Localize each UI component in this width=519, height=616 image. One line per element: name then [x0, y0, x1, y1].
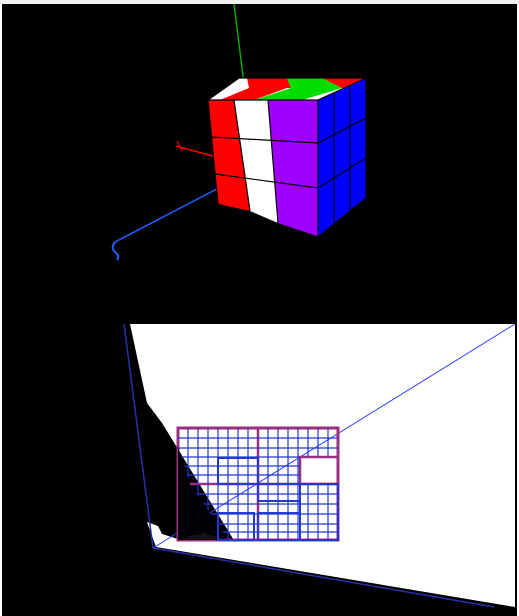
right-border [517, 4, 519, 616]
3d-viewport[interactable] [2, 4, 517, 314]
grid-room-c [217, 512, 255, 541]
grid-room-e [299, 483, 339, 541]
cube-front-grid-3 [210, 136, 319, 144]
ground-plane [130, 324, 515, 607]
cube-front-grid-2 [267, 99, 279, 224]
cube-top-green-back [287, 78, 342, 88]
map-scene[interactable] [2, 314, 517, 616]
top-strip [0, 0, 519, 4]
z-axis-end-marker [111, 241, 120, 261]
cube-front-grid-1 [233, 99, 251, 212]
cube-front-right-column [268, 100, 318, 237]
3d-scene[interactable] [2, 4, 517, 314]
left-border [0, 4, 2, 616]
cube-side-grid-2 [317, 157, 367, 189]
cube-top-green [254, 88, 342, 100]
map-viewport[interactable] [2, 314, 517, 616]
grid-room-a [217, 457, 259, 485]
cube-side [318, 78, 366, 237]
cube-front-left-column [208, 100, 250, 211]
shadow-region [178, 446, 228, 540]
perspective-diagonal [152, 323, 516, 549]
x-axis-marker [176, 140, 183, 152]
cube-top-red [220, 88, 287, 100]
cube-top-red-back [247, 78, 291, 88]
cube-side-grid-1 [317, 117, 367, 144]
grid-map [176, 426, 340, 542]
cube-front-middle-column [234, 100, 278, 223]
cube-front-grid-4 [214, 173, 319, 189]
